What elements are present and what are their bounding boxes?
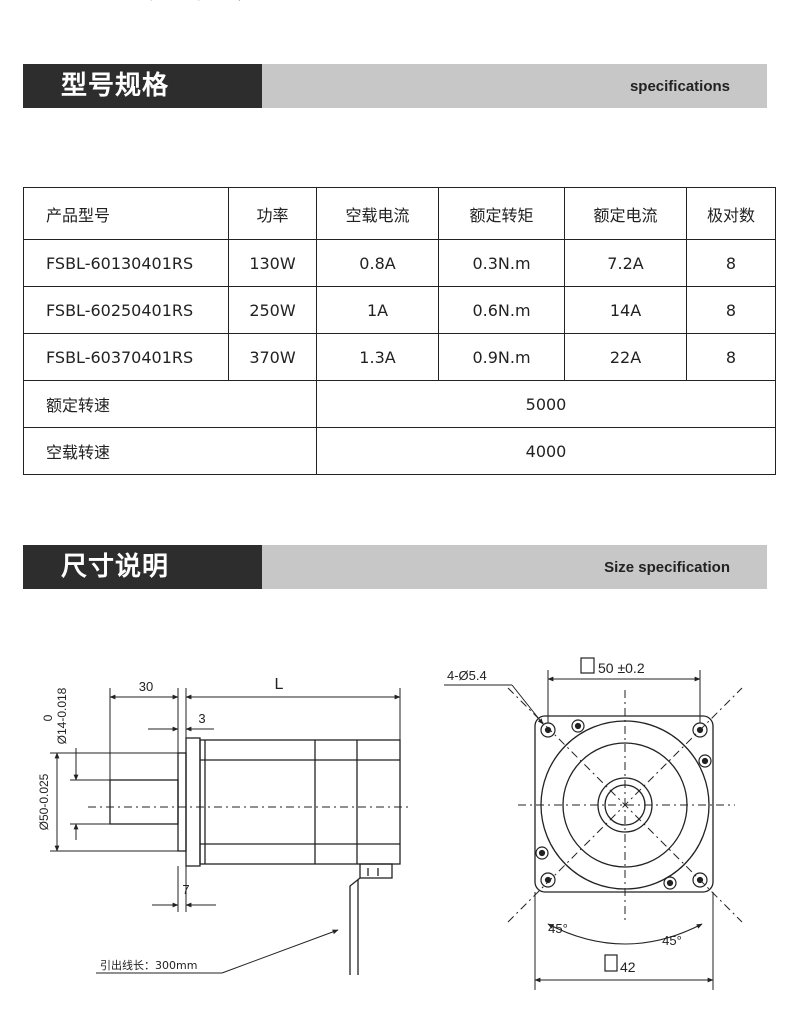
pole-pairs-cell: 8 [686, 239, 776, 287]
model-cell: FSBL-60250401RS [23, 286, 229, 334]
angle-left-label: 45° [548, 921, 568, 936]
dim-30-label: 30 [139, 679, 153, 694]
noload-speed-label: 空载转速 [23, 427, 317, 475]
table-row: FSBL-60130401RS 130W 0.8A 0.3N.m 7.2A 8 [23, 239, 776, 287]
header-cell: 额定电流 [564, 187, 687, 240]
size-section-title-en: Size specification [604, 559, 730, 576]
rated-current-cell: 22A [564, 333, 687, 381]
noload-current-cell: 1A [316, 286, 439, 334]
spec-section-title-en: specifications [629, 78, 730, 95]
power-cell: 370W [228, 333, 317, 381]
flange-square-label: 42 [620, 959, 636, 975]
dim-7-label: 7 [182, 882, 189, 897]
motor-body [199, 739, 401, 865]
dim-3 [148, 722, 214, 738]
spec-section-header: 型号规格 specifications [23, 64, 767, 108]
lead-wire [349, 877, 361, 975]
rated-speed-value: 5000 [316, 380, 776, 428]
noload-current-cell: 1.3A [316, 333, 439, 381]
dim-shaft-diameter [70, 748, 110, 840]
square-symbol-icon [580, 657, 595, 674]
spec-table: 产品型号 功率 空载电流 额定转矩 额定电流 极对数 FSBL-60130401… [23, 187, 776, 475]
dim-3-label: 3 [198, 711, 205, 726]
dim-L [185, 688, 401, 740]
rated-torque-cell: 0.3N.m [438, 239, 565, 287]
noload-current-cell: 0.8A [316, 239, 439, 287]
power-cell: 130W [228, 239, 317, 287]
holes-label: 4-Ø5.4 [447, 668, 487, 683]
rated-current-cell: 7.2A [564, 239, 687, 287]
cropped-top-text: —— ··· —— ——— / — ——/ — — , [40, 0, 510, 4]
dim-L-label: L [275, 676, 284, 693]
header-cell: 极对数 [686, 187, 776, 240]
dimension-drawing: 30 L 3 7 0 Ø14-0.018 Ø50-0.025 [37, 657, 743, 990]
header-cell: 功率 [228, 187, 317, 240]
flange-outline [185, 737, 201, 867]
shaft-tolerance-label: 0 [41, 714, 55, 721]
rated-speed-label: 额定转速 [23, 380, 317, 428]
rated-speed-row: 额定转速 5000 [23, 380, 776, 428]
dim-30 [109, 688, 179, 780]
spec-table-header-row: 产品型号 功率 空载电流 额定转矩 额定电流 极对数 [23, 187, 776, 240]
table-row: FSBL-60250401RS 250W 1A 0.6N.m 14A 8 [23, 286, 776, 334]
connector-block [359, 863, 393, 879]
power-cell: 250W [228, 286, 317, 334]
bolt-square-label: 50 ±0.2 [598, 660, 645, 676]
lead-note-label: 引出线长：300mm [100, 958, 197, 972]
size-section-header: 尺寸说明 Size specification [23, 545, 767, 589]
square-symbol-icon [604, 954, 618, 972]
pole-pairs-cell: 8 [686, 286, 776, 334]
angle-arc [547, 923, 703, 945]
rated-current-cell: 14A [564, 286, 687, 334]
header-cell: 产品型号 [23, 187, 229, 240]
header-cell: 空载电流 [316, 187, 439, 240]
table-row: FSBL-60370401RS 370W 1.3A 0.9N.m 22A 8 [23, 333, 776, 381]
header-cell: 额定转矩 [438, 187, 565, 240]
side-view [109, 737, 401, 975]
model-cell: FSBL-60370401RS [23, 333, 229, 381]
angle-right-label: 45° [662, 933, 682, 948]
front-centerlines [507, 687, 743, 923]
pilot-diameter-label: Ø50-0.025 [37, 773, 51, 830]
spec-section-title-cn: 型号规格 [23, 64, 262, 108]
shaft-outline [109, 779, 179, 825]
dim-pilot-diameter [50, 752, 178, 852]
holes-leader [444, 684, 544, 725]
rated-torque-cell: 0.9N.m [438, 333, 565, 381]
noload-speed-row: 空载转速 4000 [23, 427, 776, 475]
shaft-diameter-label: Ø14-0.018 [55, 687, 69, 744]
noload-speed-value: 4000 [316, 427, 776, 475]
rated-torque-cell: 0.6N.m [438, 286, 565, 334]
lead-note-leader [96, 929, 339, 974]
pole-pairs-cell: 8 [686, 333, 776, 381]
flange-square [534, 715, 714, 893]
pilot-boss [177, 752, 187, 852]
dim-7 [152, 866, 216, 912]
dim-flange-square [534, 892, 714, 990]
size-section-title-cn: 尺寸说明 [23, 545, 262, 589]
model-cell: FSBL-60130401RS [23, 239, 229, 287]
dim-bolt-square [547, 670, 701, 723]
